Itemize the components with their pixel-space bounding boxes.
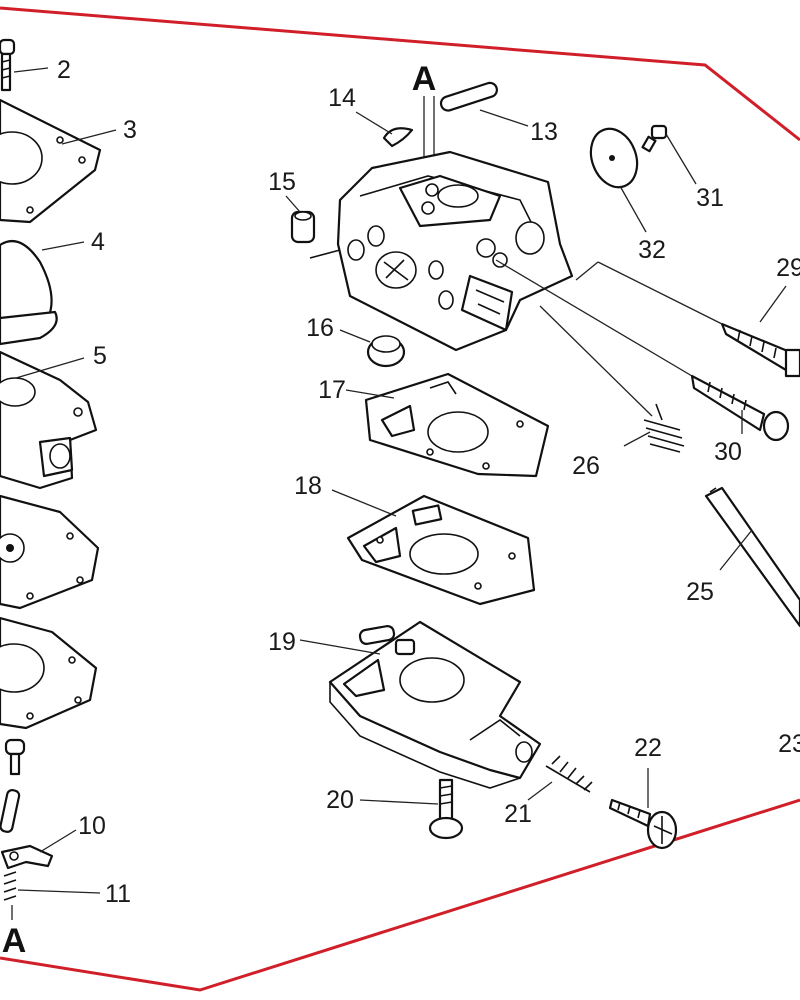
needle-axis-30: [495, 259, 693, 377]
callout-14: 14: [328, 84, 356, 112]
callout-32: 32: [638, 236, 666, 264]
diagram-border: [0, 6, 800, 142]
part-29-needle: [720, 322, 800, 378]
callout-21: 21: [504, 800, 532, 828]
carburetor-body: [309, 150, 574, 352]
diaphragm-gasket-lower: [0, 616, 98, 730]
part-17-gasket: [364, 372, 550, 478]
part-22-screw: [608, 798, 678, 850]
needle-axis-29b: [597, 261, 723, 325]
part-32-disc: [589, 127, 639, 189]
part-14-clip: [382, 127, 414, 148]
pivot-pin: [0, 789, 21, 833]
callout-16: 16: [306, 314, 334, 342]
leader-13: [479, 109, 529, 127]
part-5-pump-body: [0, 350, 98, 490]
part-21-spring: [545, 755, 593, 793]
cover-screw: [4, 738, 26, 776]
part-18-gasket: [346, 494, 536, 606]
callout-30: 30: [714, 438, 742, 466]
diagram-border-lower: [0, 798, 800, 992]
callout-13: 13: [530, 118, 558, 146]
spring-guide-line: [539, 305, 653, 417]
part-30-needle: [690, 374, 790, 442]
leader-4: [41, 241, 85, 251]
leader-15: [285, 195, 301, 213]
leader-16: [339, 329, 371, 343]
leader-25: [719, 529, 753, 571]
part-3-gasket: [0, 98, 102, 224]
part-20-screw: [428, 778, 464, 840]
part-11-spring: [3, 871, 17, 901]
leader-17: [345, 389, 395, 399]
callout-20: 20: [326, 786, 354, 814]
callout-17: 17: [318, 376, 346, 404]
part-16-plug: [366, 335, 406, 368]
callout-4: 4: [91, 228, 105, 256]
needle-axis-29a: [575, 261, 599, 281]
leader-20: [359, 799, 439, 805]
leader-26: [623, 431, 651, 447]
callout-15: 15: [268, 168, 296, 196]
leader-32: [619, 185, 647, 233]
part-13-pin: [439, 81, 498, 112]
leader-31: [665, 133, 697, 185]
callout-10: 10: [78, 812, 106, 840]
part-10-lever: [0, 844, 54, 870]
part-31-screw: [641, 124, 668, 153]
callout-18: 18: [294, 472, 322, 500]
leader-11: [17, 889, 101, 894]
part-26-spring: [643, 403, 685, 453]
callout-29: 29: [776, 254, 800, 282]
section-marker-a-bottom: A: [2, 922, 27, 960]
callout-26: 26: [572, 452, 600, 480]
callout-3: 3: [123, 116, 137, 144]
part-15-fitting: [290, 210, 316, 244]
section-marker-a-top: A: [412, 60, 437, 98]
callout-11: 11: [105, 880, 131, 908]
diaphragm-plate-upper: [0, 494, 100, 610]
leader-10: [39, 829, 77, 853]
callout-25: 25: [686, 578, 714, 606]
leader-21: [527, 781, 553, 801]
leader-19: [299, 639, 381, 655]
leader-3: [61, 129, 117, 145]
leader-18: [331, 489, 397, 517]
part-25-shaft: [704, 486, 800, 628]
leader-2: [13, 67, 49, 73]
leader-5: [15, 357, 85, 379]
callout-2: 2: [57, 56, 71, 84]
leader-29: [759, 285, 787, 323]
callout-5: 5: [93, 342, 107, 370]
part-4-primer-bulb: [0, 240, 58, 346]
callout-31: 31: [696, 184, 724, 212]
callout-23: 23: [778, 730, 800, 758]
callout-22: 22: [634, 734, 662, 762]
part-19-pump-cover: [328, 620, 542, 789]
leader-14: [355, 111, 393, 135]
callout-19: 19: [268, 628, 296, 656]
part-2-screw: [0, 38, 16, 92]
